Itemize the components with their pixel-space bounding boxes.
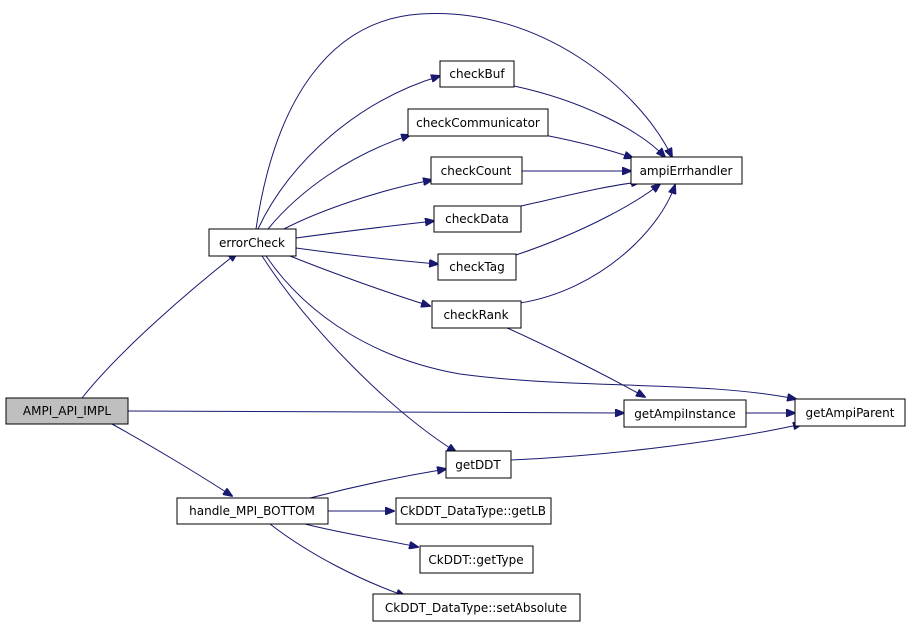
edge-checkrank-to-getampiinstance (504, 326, 645, 397)
edge-errorcheck-to-ampierrhandler (255, 12, 672, 230)
edge-getddt-to-getampiparent (510, 424, 802, 461)
node-label-check-communicator: checkCommunicator (416, 116, 540, 130)
edge-checktag-to-ampierrhandler (515, 184, 660, 256)
edge-checkdata-to-ampierrhandler (520, 182, 640, 207)
node-label-get-ampi-instance: getAmpiInstance (634, 407, 736, 421)
edge-errorcheck-to-checkrank (289, 255, 430, 306)
edge-errorcheck-to-checkbuf (257, 76, 440, 230)
node-check-rank[interactable]: checkRank (431, 300, 522, 329)
node-get-ddt[interactable]: getDDT (445, 450, 512, 479)
node-label-ckddt-gettype: CkDDT::getType (428, 553, 523, 567)
edge-ampi-to-errorcheck (81, 253, 237, 399)
node-error-check[interactable]: errorCheck (208, 228, 297, 257)
node-label-get-ddt: getDDT (455, 458, 501, 472)
node-label-ampi-api-impl: AMPI_API_IMPL (23, 404, 111, 418)
edge-errorcheck-to-checkcount (281, 180, 432, 231)
node-label-ampi-errhandler: ampiErrhandler (640, 164, 733, 178)
node-check-tag[interactable]: checkTag (437, 253, 517, 281)
node-get-ampi-parent[interactable]: getAmpiParent (794, 398, 906, 427)
node-label-check-data: checkData (445, 212, 509, 226)
node-label-check-rank: checkRank (443, 308, 508, 322)
node-label-check-count: checkCount (441, 164, 512, 178)
node-check-buf[interactable]: checkBuf (439, 60, 515, 88)
node-label-handle-mpi-bottom: handle_MPI_BOTTOM (189, 504, 315, 518)
node-check-communicator[interactable]: checkCommunicator (407, 108, 549, 137)
node-ckddt-gettype[interactable]: CkDDT::getType (419, 545, 534, 574)
node-label-get-ampi-parent: getAmpiParent (806, 406, 895, 420)
edge-checkbuf-to-ampierrhandler (513, 85, 665, 157)
node-check-count[interactable]: checkCount (430, 156, 523, 185)
edge-handlempibottom-to-gettype (304, 523, 418, 547)
edge-errorcheck-to-getampiparent (265, 255, 796, 399)
node-label-ckddt-datatype-setabsolute: CkDDT_DataType::setAbsolute (385, 601, 567, 615)
node-ckddt-datatype-getlb[interactable]: CkDDT_DataType::getLB (395, 497, 552, 525)
edge-handlempibottom-to-getddt (309, 469, 446, 499)
node-ckddt-datatype-setabsolute[interactable]: CkDDT_DataType::setAbsolute (372, 593, 581, 622)
edge-checkrank-to-ampierrhandler (519, 185, 675, 304)
node-label-ckddt-datatype-getlb: CkDDT_DataType::getLB (400, 504, 546, 518)
edge-handlempibottom-to-setabsolute (269, 523, 405, 596)
node-handle-mpi-bottom[interactable]: handle_MPI_BOTTOM (176, 497, 329, 525)
node-get-ampi-instance[interactable]: getAmpiInstance (623, 399, 747, 428)
edge-ampi-to-getampiinstance (127, 411, 624, 413)
edges (81, 12, 802, 596)
node-label-error-check: errorCheck (219, 236, 285, 250)
node-ampi-errhandler[interactable]: ampiErrhandler (630, 156, 743, 185)
edge-errorcheck-to-getddt (261, 255, 456, 452)
edge-errorcheck-to-checktag (295, 247, 438, 264)
edge-checkcommunicator-to-ampierrhandler (543, 134, 633, 158)
node-label-check-buf: checkBuf (449, 67, 505, 81)
node-ampi-api-impl[interactable]: AMPI_API_IMPL (5, 397, 129, 425)
nodes: AMPI_API_IMPL errorCheck handle_MPI_BOTT… (5, 60, 906, 622)
edge-errorcheck-to-checkdata (295, 221, 434, 239)
edge-errorcheck-to-checkcommunicator (267, 135, 410, 230)
node-check-data[interactable]: checkData (433, 205, 522, 233)
edge-ampi-to-handlempibottom (111, 423, 232, 496)
node-label-check-tag: checkTag (449, 260, 504, 274)
